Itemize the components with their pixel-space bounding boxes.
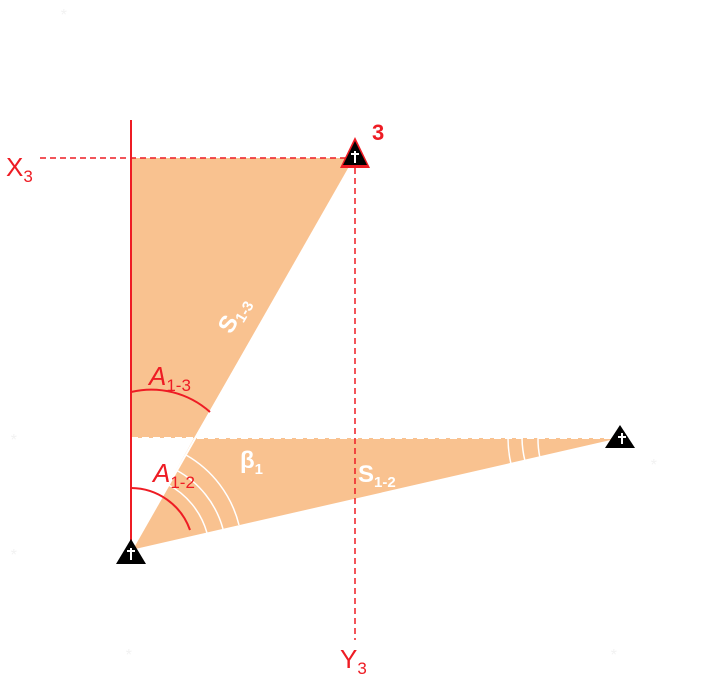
survey-marker-2 [605,425,635,448]
faint-mark: * [10,547,17,564]
azimuth-1-3-arc [130,388,211,413]
triangle-1-3-fill [131,158,355,438]
faint-mark: * [125,647,132,664]
survey-marker-1 [116,539,146,564]
ray-1-2 [130,437,625,552]
faint-mark: * [60,7,67,24]
point-3-label: 3 [372,120,384,145]
beta-1-label: β1 [240,447,263,478]
y3-label: Y3 [340,644,367,678]
x3-label: X3 [6,152,33,186]
far-vertex-arcs [507,437,541,465]
segment-1-2-label: S1-2 [358,461,396,491]
survey-marker-3 [340,137,370,168]
azimuth-1-2-label: A1-2 [151,458,195,492]
faint-background-marks: * * * * * * [10,7,657,664]
faint-mark: * [650,457,657,474]
faint-mark: * [610,647,617,664]
beta-arcs [166,454,240,534]
faint-mark: * [10,432,17,449]
azimuth-1-2-arc [130,487,191,531]
azimuth-1-3-label: A1-3 [147,361,191,395]
